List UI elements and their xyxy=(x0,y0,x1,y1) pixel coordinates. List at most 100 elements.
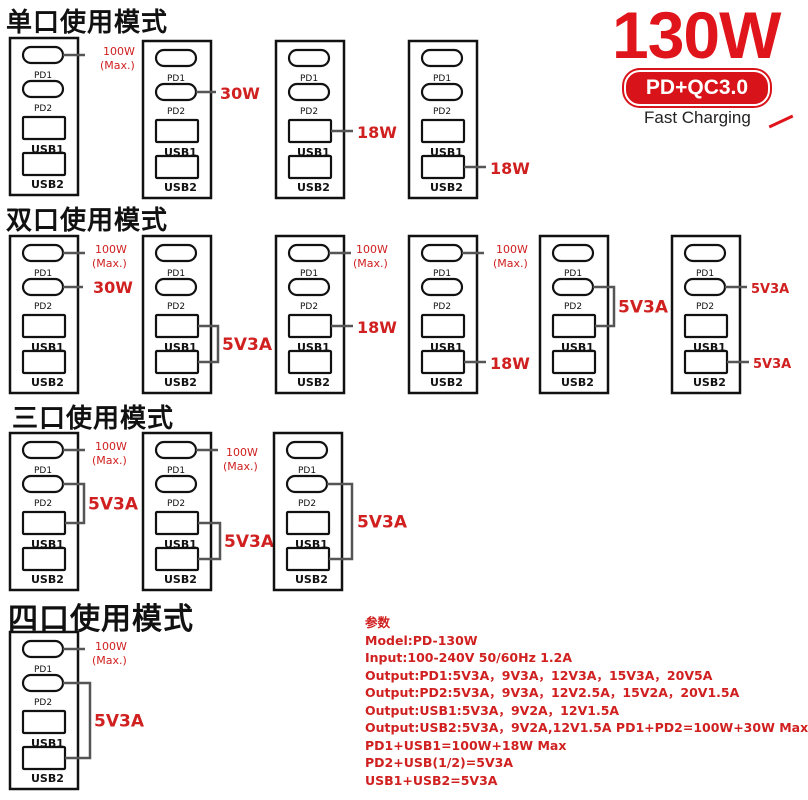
port-label-pd2: PD2 xyxy=(696,302,714,312)
label-5v3a: 5V3A xyxy=(88,495,139,515)
shared-output-bracket xyxy=(593,285,616,328)
label-5v3a: 5V3A xyxy=(222,335,273,355)
label-5v3a: 5V3A xyxy=(94,712,145,732)
usb-c-port-icon xyxy=(21,673,65,693)
usb-c-port-icon xyxy=(154,440,198,460)
usb-c-port-icon xyxy=(21,45,65,65)
usb-c-port-icon xyxy=(154,48,198,68)
usb-a-port-icon xyxy=(285,510,331,536)
usb-a-port-icon xyxy=(287,118,333,144)
usb-a-port-icon xyxy=(21,151,67,177)
port-label-pd2: PD2 xyxy=(167,107,185,117)
usb-c-port-icon xyxy=(154,243,198,263)
port-label-pd2: PD2 xyxy=(34,499,52,509)
usb-a-port-icon xyxy=(420,118,466,144)
port-label-pd1: PD1 xyxy=(696,269,714,279)
usb-c-port-icon xyxy=(154,277,198,297)
usb-a-port-icon xyxy=(683,313,729,339)
protocol-badge: PD+QC3.0 xyxy=(624,70,770,106)
usb-c-port-icon xyxy=(21,440,65,460)
label-100w: 100W xyxy=(95,440,127,453)
label-100w: 100W xyxy=(103,45,135,58)
usb-c-port-icon xyxy=(154,82,198,102)
spec-heading: 参数 xyxy=(365,615,391,630)
usb-c-port-icon xyxy=(287,243,331,263)
port-label-usb2: USB2 xyxy=(31,573,64,586)
label-max: (Max.) xyxy=(493,257,528,270)
port-label-pd1: PD1 xyxy=(167,466,185,476)
shared-output-bracket xyxy=(198,521,222,561)
label-max: (Max.) xyxy=(100,59,135,72)
usb-a-port-icon xyxy=(154,349,200,375)
usb-c-port-icon xyxy=(154,474,198,494)
port-label-usb2: USB2 xyxy=(31,772,64,785)
spec-line: Output:PD2:5V3A，9V3A，12V2.5A，15V2A，20V1.… xyxy=(365,685,740,700)
port-label-usb2: USB2 xyxy=(561,376,594,389)
usb-a-port-icon xyxy=(154,154,200,180)
section-title-dual: 双口使用模式 xyxy=(6,206,169,236)
label-18w: 18W xyxy=(357,123,397,142)
port-label-usb2: USB2 xyxy=(164,376,197,389)
port-label-pd1: PD1 xyxy=(300,74,318,84)
shared-output-bracket xyxy=(327,482,354,561)
port-label-usb2: USB2 xyxy=(295,573,328,586)
usb-a-port-icon xyxy=(21,510,67,536)
usb-c-port-icon xyxy=(420,82,464,102)
port-label-pd2: PD2 xyxy=(34,104,52,114)
label-18w: 18W xyxy=(490,354,530,373)
port-label-pd1: PD1 xyxy=(34,71,52,81)
port-label-usb2: USB2 xyxy=(430,376,463,389)
label-5v3a: 5V3A xyxy=(224,532,275,552)
shared-output-bracket xyxy=(63,681,92,760)
usb-c-port-icon xyxy=(287,277,331,297)
port-label-usb2: USB2 xyxy=(297,376,330,389)
usb-c-port-icon xyxy=(420,243,464,263)
port-label-pd1: PD1 xyxy=(564,269,582,279)
port-label-pd2: PD2 xyxy=(34,698,52,708)
spec-line: Output:PD1:5V3A，9V3A，12V3A，15V3A，20V5A xyxy=(365,667,713,683)
port-label-usb2: USB2 xyxy=(31,178,64,191)
usb-a-port-icon xyxy=(420,154,466,180)
spec-line: Output:USB1:5V3A，9V2A，12V1.5A xyxy=(365,702,620,718)
usb-c-port-icon xyxy=(21,243,65,263)
label-max: (Max.) xyxy=(92,454,127,467)
spec-line: PD2+USB(1/2)=5V3A xyxy=(365,755,513,770)
label-max: (Max.) xyxy=(353,257,388,270)
usb-c-port-icon xyxy=(683,277,727,297)
usb-a-port-icon xyxy=(154,510,200,536)
port-label-pd1: PD1 xyxy=(167,74,185,84)
port-label-usb2: USB2 xyxy=(430,181,463,194)
label-100w: 100W xyxy=(95,243,127,256)
usb-a-port-icon xyxy=(21,349,67,375)
wattage-logo: 130W xyxy=(612,0,781,72)
label-100w: 100W xyxy=(356,243,388,256)
port-label-pd1: PD1 xyxy=(433,269,451,279)
usb-a-port-icon xyxy=(21,546,67,572)
label-max: (Max.) xyxy=(92,257,127,270)
usb-a-port-icon xyxy=(683,349,729,375)
usb-c-port-icon xyxy=(285,474,329,494)
label-max: (Max.) xyxy=(92,654,127,667)
port-label-usb2: USB2 xyxy=(164,181,197,194)
label-18w: 18W xyxy=(490,159,530,178)
usb-a-port-icon xyxy=(287,313,333,339)
port-label-pd1: PD1 xyxy=(167,269,185,279)
label-18w: 18W xyxy=(357,318,397,337)
usb-a-port-icon xyxy=(154,546,200,572)
port-label-pd2: PD2 xyxy=(34,302,52,312)
port-label-usb2: USB2 xyxy=(164,573,197,586)
usb-a-port-icon xyxy=(154,313,200,339)
port-label-pd2: PD2 xyxy=(300,107,318,117)
usb-c-port-icon xyxy=(287,48,331,68)
usb-c-port-icon xyxy=(420,48,464,68)
usb-a-port-icon xyxy=(287,154,333,180)
port-label-usb2: USB2 xyxy=(31,376,64,389)
port-label-usb2: USB2 xyxy=(297,181,330,194)
port-label-pd1: PD1 xyxy=(34,466,52,476)
usb-a-port-icon xyxy=(287,349,333,375)
label-100w: 100W xyxy=(496,243,528,256)
usb-c-port-icon xyxy=(21,79,65,99)
label-30w: 30W xyxy=(93,278,133,297)
port-label-pd2: PD2 xyxy=(300,302,318,312)
usb-c-port-icon xyxy=(285,440,329,460)
